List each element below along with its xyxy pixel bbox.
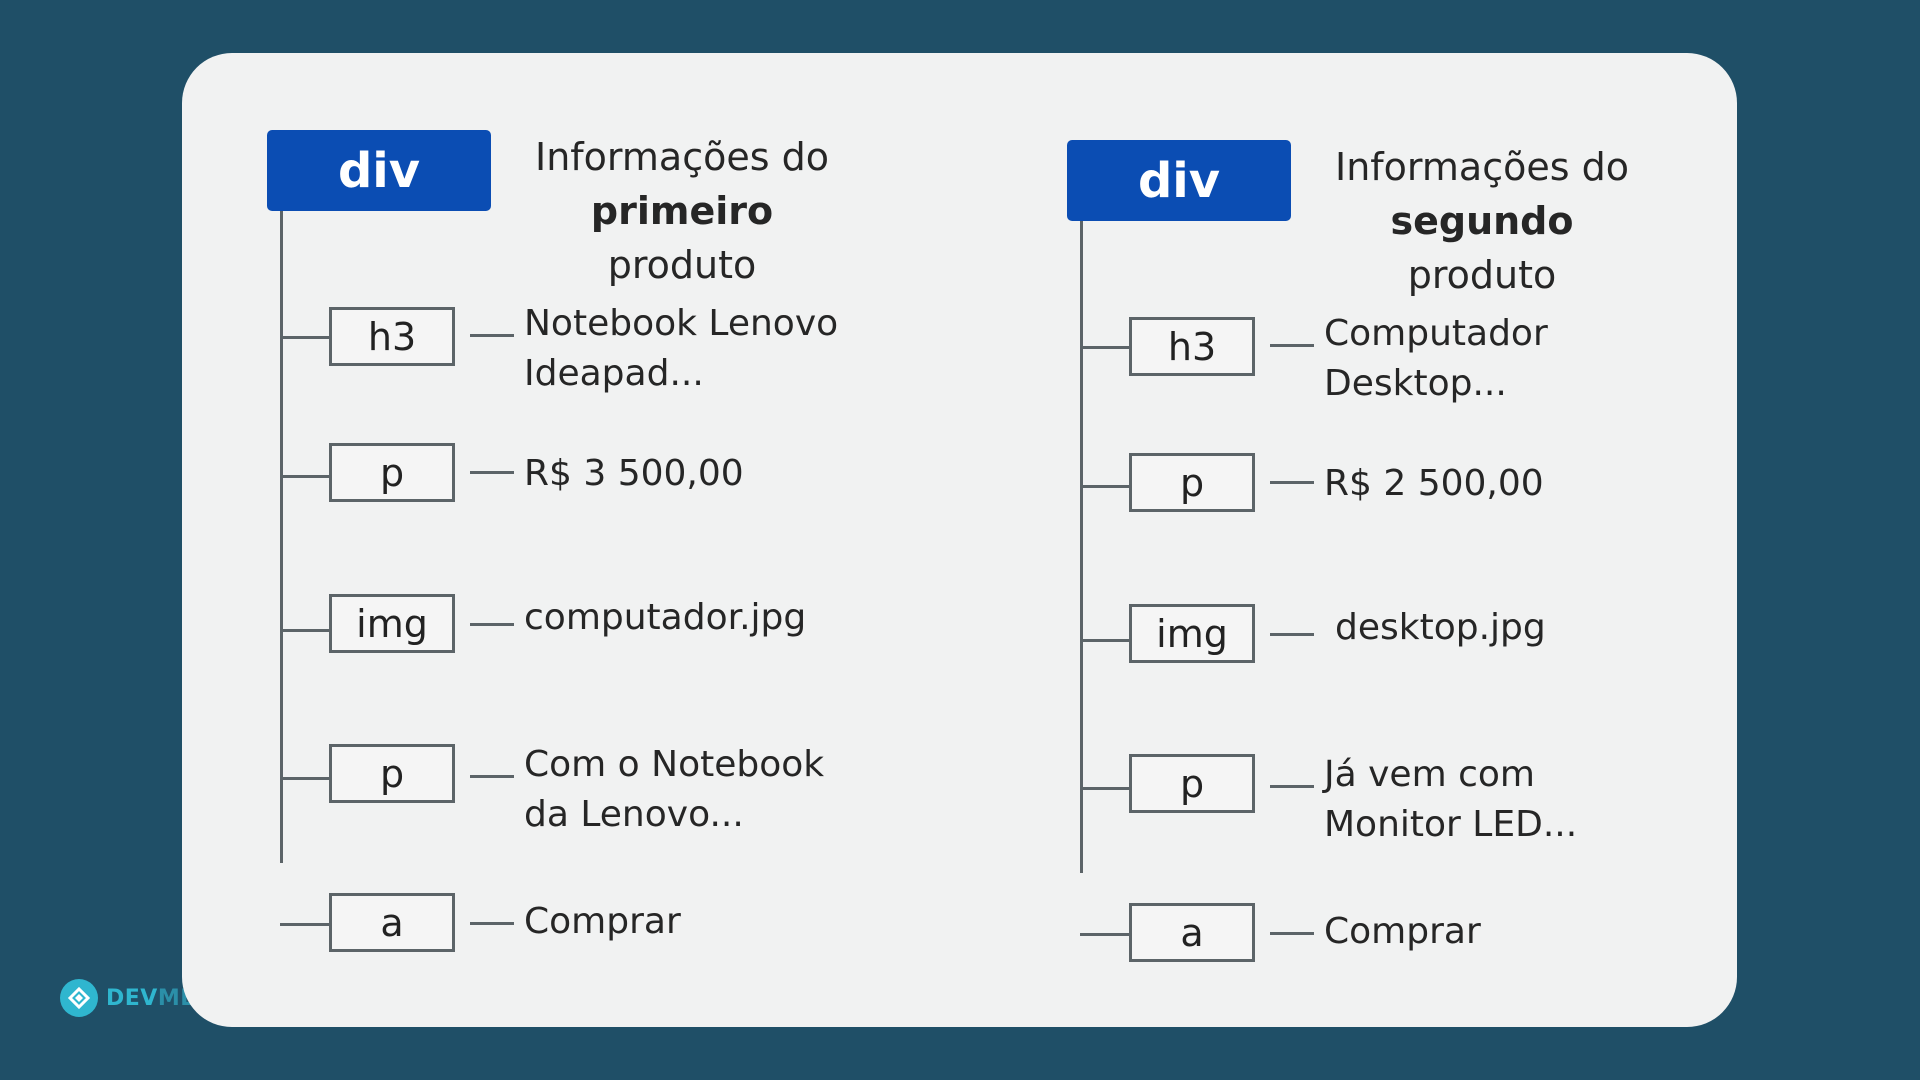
node-value: Com o Notebook da Lenovo... (524, 744, 825, 835)
node-value: R$ 2 500,00 (1324, 463, 1544, 504)
root-description-rest: produto (1407, 253, 1557, 297)
node-value: Comprar (1324, 911, 1481, 952)
node-tag: a (380, 900, 404, 945)
root-description-line1: Informações do (535, 135, 829, 179)
devmedia-logo-icon (60, 979, 98, 1017)
branch-line (280, 629, 330, 632)
node-value: Computador Desktop... (1324, 313, 1548, 404)
branch-line (1080, 346, 1130, 349)
node-tag: p (1179, 460, 1205, 505)
diagram-card (182, 53, 1737, 1027)
tree-spine (280, 211, 283, 863)
root-description: Informações do primeiro produto (517, 130, 847, 292)
branch-line (1080, 639, 1130, 642)
node-p: p (1129, 754, 1255, 813)
node-img: img (1129, 604, 1255, 663)
node-tag: a (1180, 910, 1204, 955)
branch-line (280, 336, 330, 339)
connector-line (470, 334, 514, 337)
root-div-node: div (267, 130, 491, 211)
branch-line (280, 777, 330, 780)
connector-line (1270, 932, 1314, 935)
node-tag: img (356, 601, 428, 646)
branch-line (280, 923, 330, 926)
node-value: Comprar (524, 901, 681, 942)
node-h3: h3 (1129, 317, 1255, 376)
branch-line (280, 475, 330, 478)
node-tag: img (1156, 611, 1228, 656)
node-img: img (329, 594, 455, 653)
node-tag: h3 (367, 314, 417, 359)
node-p: p (329, 744, 455, 803)
node-tag: h3 (1167, 324, 1217, 369)
connector-line (470, 922, 514, 925)
connector-line (470, 775, 514, 778)
connector-line (470, 471, 514, 474)
root-description: Informações do segundo produto (1317, 140, 1647, 302)
connector-line (1270, 481, 1314, 484)
node-value: Notebook Lenovo Ideapad... (524, 303, 839, 394)
connector-line (1270, 633, 1314, 636)
node-value: R$ 3 500,00 (524, 453, 744, 494)
node-a: a (1129, 903, 1255, 962)
node-p: p (1129, 453, 1255, 512)
root-div-node: div (1067, 140, 1291, 221)
node-value: Já vem com Monitor LED... (1324, 754, 1578, 845)
node-p: p (329, 443, 455, 502)
branch-line (1080, 933, 1130, 936)
root-div-label: div (337, 142, 421, 199)
tree-first-product: div Informações do primeiro produto h3 N… (267, 130, 987, 1030)
node-tag: p (379, 751, 405, 796)
root-description-bold: segundo (1390, 199, 1574, 243)
node-h3: h3 (329, 307, 455, 366)
node-tag: p (379, 450, 405, 495)
branch-line (1080, 787, 1130, 790)
branch-line (1080, 485, 1130, 488)
tree-second-product: div Informações do segundo produto h3 Co… (1067, 140, 1787, 1040)
root-div-label: div (1137, 152, 1221, 209)
node-tag: p (1179, 761, 1205, 806)
root-description-rest: produto (607, 243, 757, 287)
logo-text-strong: DEV (106, 985, 158, 1011)
connector-line (470, 623, 514, 626)
tree-spine (1080, 221, 1083, 873)
node-value: computador.jpg (524, 597, 807, 638)
root-description-line1: Informações do (1335, 145, 1629, 189)
connector-line (1270, 344, 1314, 347)
node-value: desktop.jpg (1335, 607, 1546, 648)
node-a: a (329, 893, 455, 952)
connector-line (1270, 785, 1314, 788)
root-description-bold: primeiro (590, 189, 774, 233)
